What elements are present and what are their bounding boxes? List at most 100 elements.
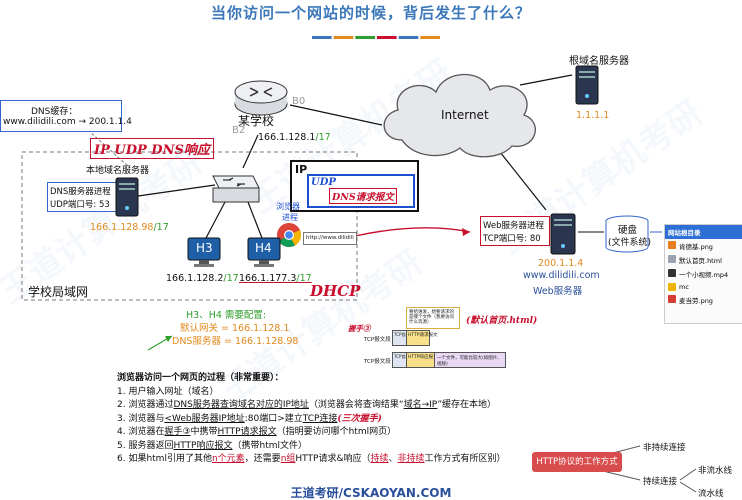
dhcp-annotation: DHCP: [310, 282, 361, 300]
http-mode-persistent: 持续连接: [643, 477, 678, 487]
title-bar-segment: [398, 36, 419, 39]
browser-url: http://www.dilidili: [306, 235, 354, 241]
steps-title: 浏览器访问一个网页的过程（非常重要）：: [117, 373, 284, 383]
http-mode-non-pipelining: 非流水线: [698, 466, 733, 476]
mini-http-response-box: HTTP响应报文: [406, 352, 438, 368]
step-6: 6. 如果html引用了其他n个元素，还需要n组HTTP请求&响应（持续、非持续…: [117, 454, 506, 464]
h4-computer-icon: [247, 237, 281, 267]
mini-http-request-box: HTTP请求报文: [406, 330, 438, 346]
file-icon: [668, 255, 676, 263]
root-dns-server-icon: [575, 65, 599, 105]
file-icon: [668, 283, 676, 291]
link-switch-h4: [247, 201, 263, 239]
packet-udp-label: UDP: [311, 177, 336, 188]
tcp-http-mini-diagram: TCP报文段 TCP报文段 TCP首部 HTTP请求报文 TCP首部 HTTP响…: [348, 305, 573, 375]
page-title: 当你访问一个网站的时候，背后发生了什么？: [210, 4, 531, 22]
request-arrow-head: [462, 228, 470, 236]
file-list-item[interactable]: mc: [665, 281, 742, 293]
disk-icon: [605, 215, 649, 253]
dns-cache-box: DNS缓存： www.dilidili.com → 200.1.1.4: [0, 100, 132, 132]
step-2: 2. 浏览器通过DNS服务器查询域名对应的IP地址（浏览器会将查询结果“域名→I…: [117, 400, 497, 410]
web-process-box: Web服务器进程 TCP端口号: 80: [480, 216, 550, 246]
router-label: 某学校: [238, 114, 275, 128]
internet-cloud-icon: [383, 73, 536, 158]
file-icon: [668, 241, 676, 249]
file-name: 肯德基.png: [679, 243, 713, 251]
request-arrow: [354, 227, 471, 237]
file-list-rows: 肯德基.png 默认首页.html 一个小视频.mp4 mc 麦当劳.png: [665, 239, 742, 307]
file-icon: [668, 295, 676, 303]
tree-line-3: [679, 468, 697, 481]
http-mode-non-persistent: 非持续连接: [643, 443, 686, 453]
link-router-internet: [289, 104, 383, 126]
mini-note-box: 要给谁发，想要请求的是哪个文件（我要访问什么资源）: [406, 307, 460, 329]
title-bar-segment: [377, 36, 397, 39]
file-icon: [668, 269, 676, 277]
packet-dns-label: DNS请求报文: [329, 188, 397, 204]
router-port-b0: B0: [292, 96, 306, 107]
dns-port: UDP端口号: 53: [50, 200, 110, 210]
file-name: 麦当劳.png: [679, 297, 713, 305]
link-internet-root: [519, 74, 573, 86]
h3-computer-icon: [187, 237, 221, 267]
h3-label: H3: [196, 241, 213, 255]
link-internet-web: [499, 151, 547, 211]
title-bar-segment: [333, 36, 354, 39]
dns-response-annotation: IP UDP DNS响应: [90, 138, 214, 159]
config-title: H3、H4 需要配置:: [186, 310, 267, 321]
title-bar-segment: [420, 36, 440, 39]
title-bar-segment: [355, 36, 375, 39]
step-3: 3. 浏览器与<Web服务器IP地址:80端口>建立TCP连接(三次握手): [117, 413, 382, 424]
default-page-annotation: (默认首页.html): [466, 316, 538, 326]
file-list-item[interactable]: 肯德基.png: [665, 239, 742, 253]
config-gateway: 默认网关 = 166.1.128.1: [180, 323, 290, 334]
dns-process: DNS服务器进程: [50, 187, 111, 197]
web-server-domain: www.dilidili.com: [523, 270, 600, 281]
tree-line-4: [679, 481, 697, 493]
dns-process-box: DNS服务器进程 UDP端口号: 53: [47, 182, 117, 212]
config-dns: DNS服务器 = 166.1.128.98: [172, 336, 299, 347]
chrome-icon: [277, 223, 302, 248]
http-mode-pipelining: 流水线: [698, 489, 724, 499]
web-port: TCP端口号: 80: [483, 234, 541, 244]
link-switch-h3: [205, 201, 226, 239]
config-arrow-head: [165, 336, 172, 342]
mini-row1-label: TCP报文段: [364, 337, 391, 343]
file-list-item[interactable]: 默认首页.html: [665, 253, 742, 267]
router-icon: [234, 80, 288, 116]
footer: 王道考研/CSKAOYAN.COM: [290, 486, 452, 500]
browser-steps-list: 浏览器访问一个网页的过程（非常重要）： 1. 用户输入网址（域名） 2. 浏览器…: [117, 372, 537, 467]
title-color-bar-svg: [312, 36, 440, 39]
switch-icon: [212, 175, 260, 203]
mini-tcp-head-2: TCP首部: [392, 352, 409, 368]
title-bar-segment: [312, 36, 332, 39]
file-name: 默认首页.html: [679, 257, 722, 265]
web-server-icon: [550, 213, 576, 255]
web-server-ip: 200.1.1.4: [538, 258, 584, 269]
local-dns-server-icon: [115, 177, 139, 217]
cache-pointer: [87, 129, 131, 169]
handshake-annotation: 握手③: [348, 324, 371, 333]
internet-label: Internet: [441, 108, 489, 122]
file-list-item[interactable]: 麦当劳.png: [665, 293, 742, 307]
mini-row2-label: TCP报文段: [364, 359, 391, 365]
title-color-bar: [312, 24, 442, 39]
file-list-item[interactable]: 一个小视频.mp4: [665, 267, 742, 281]
dns-cache-title: DNS缓存：: [31, 107, 78, 117]
local-dns-ip: 166.1.128.98/17: [90, 222, 169, 233]
web-server-label: Web服务器: [533, 286, 583, 297]
mini-file-content-box: 一个文件，可能比较大(如图片、视频): [434, 352, 506, 368]
browser-process-label: 进程: [282, 213, 298, 222]
file-name: 一个小视频.mp4: [679, 271, 729, 279]
root-dns-ip: 1.1.1.1: [576, 110, 610, 121]
browser-address-bar: http://www.dilidili: [303, 232, 357, 245]
link-router-switch: [242, 134, 259, 169]
router-ip: 166.1.128.1/17: [258, 132, 331, 143]
campus-boundary: [21, 151, 358, 301]
local-dns-label: 本地域名服务器: [86, 166, 150, 176]
web-process: Web服务器进程: [483, 221, 545, 231]
dns-request-packet: IP UDP DNS请求报文: [290, 160, 419, 212]
step-1: 1. 用户输入网址（域名）: [117, 386, 219, 397]
